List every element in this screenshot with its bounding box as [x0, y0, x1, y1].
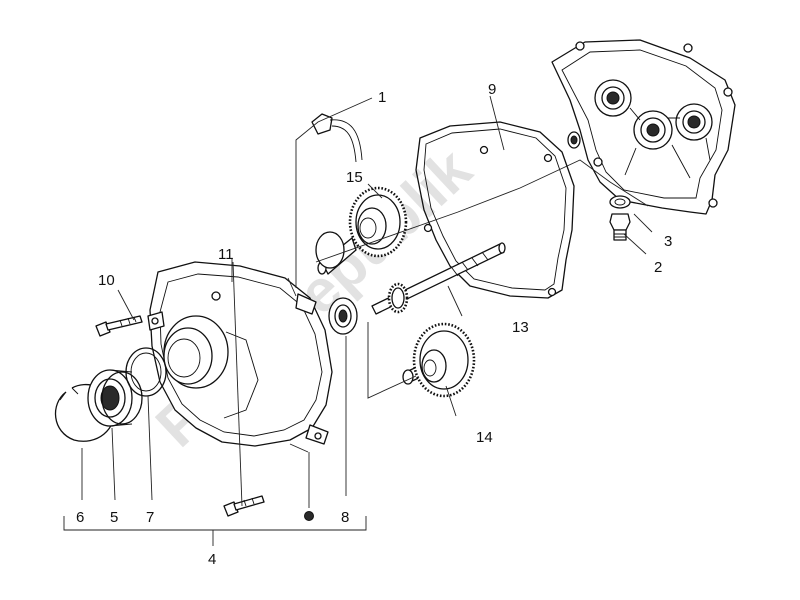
callout-2: 2: [654, 259, 662, 276]
callout-3: 3: [664, 233, 672, 250]
callout-14: 14: [476, 429, 493, 446]
dowel-pin: [304, 511, 314, 521]
callout-10: 10: [98, 272, 115, 289]
callout-5: 5: [110, 509, 118, 526]
transmission-cover: [147, 261, 333, 447]
shaft-bearing: [328, 297, 358, 335]
sealing-washer: [609, 195, 631, 209]
callout-4: 4: [208, 551, 216, 568]
small-oil-seal: [567, 131, 581, 149]
callout-13: 13: [512, 319, 529, 336]
o-ring: [125, 347, 167, 397]
callout-8: 8: [341, 509, 349, 526]
drive-gear-15: [315, 186, 408, 275]
gasket: [415, 121, 575, 299]
driven-gear-14: [402, 322, 476, 398]
callout-11: 11: [218, 246, 234, 263]
leader-lines: [81, 95, 653, 508]
callout-9: 9: [488, 81, 496, 98]
drain-plug: [609, 213, 631, 241]
assembly-bracket: [63, 516, 367, 546]
callout-labels: 1 2 3 4 5 6 7 8 9 10 11 13 14 15: [76, 81, 672, 568]
cover-bolt-11: [223, 495, 265, 517]
gearbox-housing: [551, 39, 736, 215]
breather-hose: [311, 113, 363, 163]
cover-bolt-10: [95, 315, 143, 337]
callout-6: 6: [76, 509, 84, 526]
callout-1: 1: [378, 89, 386, 106]
cover-bearing: [87, 369, 143, 427]
callout-7: 7: [146, 509, 154, 526]
callout-15: 15: [346, 169, 363, 186]
shaft-pinion: [387, 282, 409, 314]
